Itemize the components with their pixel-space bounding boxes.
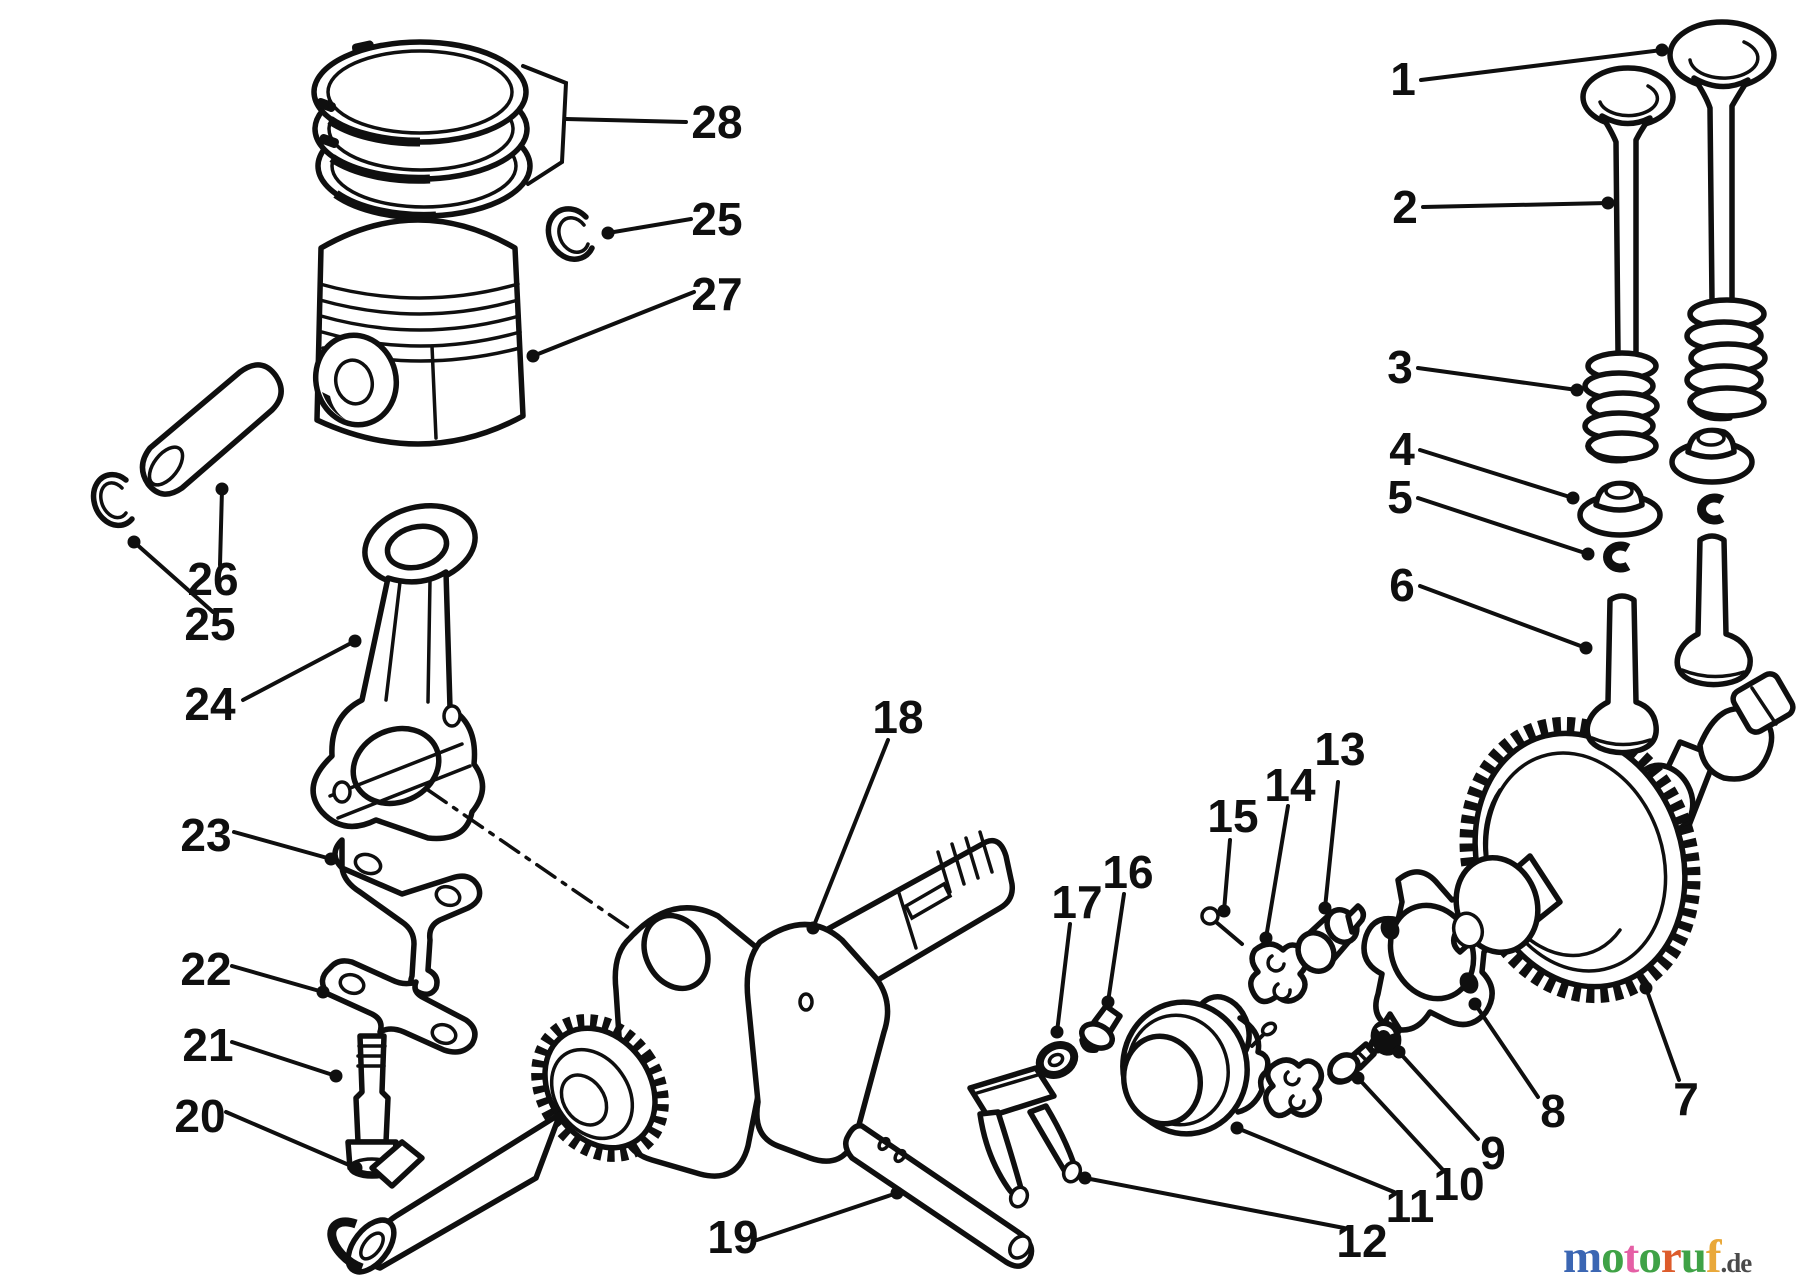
callout-7: 7 bbox=[1639, 981, 1699, 1125]
callout-label: 14 bbox=[1264, 759, 1316, 811]
callout-6: 6 bbox=[1389, 559, 1593, 655]
callout-label: 7 bbox=[1673, 1073, 1699, 1125]
callout-label: 27 bbox=[691, 268, 742, 320]
callout-label: 22 bbox=[180, 943, 231, 995]
callout-22: 22 bbox=[180, 943, 330, 999]
callout-label: 9 bbox=[1480, 1127, 1506, 1179]
callout-1: 1 bbox=[1390, 43, 1669, 105]
assembly-centerline bbox=[426, 788, 660, 950]
tappet-left-drawing bbox=[1584, 593, 1659, 756]
callout-label: 8 bbox=[1540, 1085, 1566, 1137]
callout-25-left: 25 bbox=[127, 535, 236, 650]
callout-label: 11 bbox=[1386, 1180, 1435, 1232]
callout-label: 25 bbox=[184, 598, 235, 650]
dome-nut-drawing bbox=[1370, 1020, 1402, 1056]
callout-label: 15 bbox=[1207, 790, 1258, 842]
callout-label: 24 bbox=[184, 678, 236, 730]
callout-label: 3 bbox=[1387, 341, 1413, 393]
callout-25-top: 25 bbox=[601, 193, 743, 245]
callout-27: 27 bbox=[526, 268, 743, 363]
callout-11: 11 bbox=[1230, 1121, 1435, 1232]
callout-label: 23 bbox=[180, 809, 231, 861]
callout-9: 9 bbox=[1392, 1045, 1506, 1179]
callout-label: 16 bbox=[1102, 846, 1153, 898]
callout-label: 13 bbox=[1314, 723, 1365, 775]
callout-5: 5 bbox=[1387, 471, 1595, 561]
piston-pin-drawing bbox=[139, 362, 284, 497]
valve-spring-right-drawing bbox=[1684, 297, 1768, 422]
callout-16: 16 bbox=[1101, 846, 1154, 1009]
callout-label: 10 bbox=[1433, 1158, 1484, 1210]
callout-label: 20 bbox=[174, 1090, 225, 1142]
callout-label: 18 bbox=[872, 691, 923, 743]
callout-label: 6 bbox=[1389, 559, 1415, 611]
callout-20: 20 bbox=[174, 1090, 363, 1175]
callout-15: 15 bbox=[1207, 790, 1259, 918]
small-bolt-drawing bbox=[1079, 1003, 1123, 1054]
callout-26: 26 bbox=[187, 482, 239, 605]
callout-13: 13 bbox=[1314, 723, 1366, 915]
shift-fork-drawing bbox=[967, 1065, 1083, 1209]
piston-ring-set-drawing bbox=[311, 39, 533, 221]
callout-8: 8 bbox=[1468, 997, 1566, 1137]
small-screw-drawing bbox=[1250, 1021, 1278, 1048]
callout-label: 4 bbox=[1389, 423, 1415, 475]
callout-4: 4 bbox=[1389, 423, 1580, 505]
valve-keeper-left-drawing bbox=[1603, 541, 1631, 573]
snap-ring-left-drawing bbox=[90, 471, 135, 529]
piston-drawing bbox=[312, 217, 526, 447]
cam-rod-drawing bbox=[843, 1122, 1035, 1269]
callout-12: 12 bbox=[1078, 1171, 1388, 1267]
valve-spring-left-drawing bbox=[1582, 350, 1660, 464]
callouts: 28 25 27 26 25 24 23 22 bbox=[127, 43, 1699, 1267]
hex-bolt-drawing bbox=[1327, 1041, 1377, 1085]
governor-pin-drawing bbox=[1200, 906, 1244, 946]
spring-retainer-left-drawing bbox=[1577, 480, 1663, 538]
callout-label: 21 bbox=[182, 1019, 233, 1071]
tappet-right-drawing bbox=[1674, 533, 1753, 688]
governor-cup-drawing bbox=[1120, 994, 1271, 1137]
callout-label: 17 bbox=[1051, 876, 1102, 928]
callout-label: 5 bbox=[1387, 471, 1413, 523]
crankshaft-drawing bbox=[327, 830, 1015, 1275]
callout-label: 2 bbox=[1392, 181, 1418, 233]
oil-dipper-plate-drawing bbox=[332, 837, 483, 997]
camshaft-gear-drawing bbox=[1451, 716, 1701, 1004]
spring-retainer-right-drawing bbox=[1669, 427, 1755, 485]
callout-18: 18 bbox=[806, 691, 924, 935]
exhaust-valve-drawing bbox=[1667, 19, 1777, 308]
callout-label: 1 bbox=[1390, 53, 1416, 105]
callout-17: 17 bbox=[1050, 876, 1103, 1039]
callout-24: 24 bbox=[184, 634, 362, 730]
callout-label: 19 bbox=[707, 1211, 758, 1263]
shaft-key-drawing bbox=[369, 1139, 425, 1189]
callout-28: 28 bbox=[521, 64, 743, 186]
valve-keeper-right-drawing bbox=[1697, 493, 1725, 525]
callout-21: 21 bbox=[182, 1019, 343, 1083]
intake-valve-drawing bbox=[1580, 65, 1676, 360]
callout-10: 10 bbox=[1351, 1071, 1485, 1210]
governor-spool-drawing bbox=[1295, 903, 1367, 974]
washer-drawing bbox=[1035, 1041, 1079, 1079]
callout-14: 14 bbox=[1259, 759, 1316, 945]
callout-3: 3 bbox=[1387, 341, 1584, 397]
callout-19: 19 bbox=[707, 1186, 904, 1263]
callout-label: 25 bbox=[691, 193, 742, 245]
lock-plate-drawing bbox=[319, 958, 478, 1055]
callout-23: 23 bbox=[180, 809, 338, 866]
connecting-rod-drawing bbox=[310, 502, 486, 842]
retainer-clip-drawing bbox=[1263, 1057, 1325, 1119]
motoruf-watermark[interactable]: motoruf.de bbox=[1563, 1231, 1753, 1283]
governor-clip-drawing bbox=[1248, 941, 1310, 1005]
motoruf-suffix: .de bbox=[1720, 1248, 1752, 1278]
callout-2: 2 bbox=[1392, 181, 1615, 233]
snap-ring-top-drawing bbox=[545, 206, 595, 262]
callout-label: 12 bbox=[1336, 1215, 1387, 1267]
motoruf-logo-text[interactable]: motoruf.de bbox=[1563, 1231, 1753, 1283]
callout-label: 28 bbox=[691, 96, 742, 148]
